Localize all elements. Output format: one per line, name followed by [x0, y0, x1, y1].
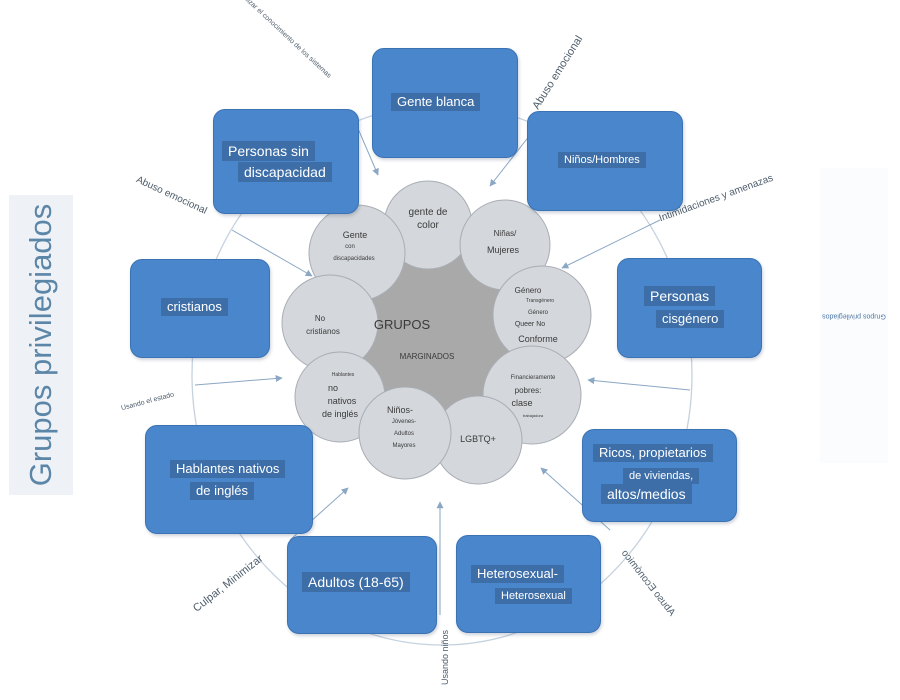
circle-ninos-line4: Mayores: [392, 443, 416, 449]
circle-genero-line5: Conforme: [518, 334, 558, 344]
arrow-right-mid: [587, 377, 691, 391]
box-personas-label-2: discapacidad: [238, 162, 332, 182]
box-hablantes-label-1: Hablantes nativos: [170, 460, 286, 478]
box-hablantes-label-2: de inglés: [190, 482, 255, 500]
mirrored-note-panel: Grupos privilegiados: [820, 168, 888, 463]
box-personas-cisgenero: Personas cisgénero: [617, 258, 762, 358]
side-title-panel: Grupos privilegiados: [9, 195, 73, 495]
circle-ninas-line1: Niñas/: [493, 229, 517, 238]
arrow-abuso-top: [489, 134, 531, 187]
box-ricos-label-2: de viviendas,: [623, 468, 700, 484]
box-ricos: Ricos, propietarios de viviendas, altos/…: [582, 429, 737, 522]
circle-nativos-line2: no: [327, 383, 338, 393]
center-subtitle: MARGINADOS: [399, 352, 455, 361]
circle-nativos-line3: nativos: [327, 396, 357, 406]
box-ricos-label-3: altos/medios: [601, 484, 692, 504]
circle-no-cristianos-line2: cristianos: [306, 327, 340, 336]
box-cristianos-label: cristianos: [161, 298, 228, 316]
mirrored-note: Grupos privilegiados: [822, 312, 886, 319]
circle-genero-line1: Género: [514, 286, 542, 295]
box-cisgenero-label-2: cisgénero: [656, 310, 725, 328]
circle-lgbtq-label: LGBTQ+: [460, 434, 496, 444]
circle-fin-line3: clase: [511, 398, 533, 408]
circle-discap-line1: Gente: [342, 230, 368, 240]
box-gente-blanca: Gente blanca: [372, 48, 518, 158]
box-personas-sin-discapacidad: Personas sin discapacidad: [213, 109, 359, 214]
circle-nativos-line4: de inglés: [321, 409, 359, 419]
box-ricos-label-1: Ricos, propietarios: [593, 444, 713, 462]
box-ninos-hombres: Niños/Hombres: [527, 111, 683, 211]
circle-fin-line2: pobres:: [514, 386, 542, 395]
circle-ninos-line1: Niños-: [386, 405, 413, 415]
arrow-abuso-left: [231, 229, 313, 277]
box-gente-blanca-label: Gente blanca: [391, 93, 481, 111]
box-heterosexual: Heterosexual- Heterosexual: [456, 535, 601, 633]
circle-ninas-line2: Mujeres: [486, 245, 519, 255]
circle-ninos-line2: Jóvenes-: [391, 419, 417, 425]
circle-gente-color-line2: color: [417, 220, 439, 231]
box-hablantes-nativos: Hablantes nativos de inglés: [145, 425, 313, 534]
box-adultos: Adultos (18-65): [287, 536, 437, 634]
circle-discap-line3: discapacidades: [333, 256, 375, 262]
circle-no-cristianos-line1: No: [314, 314, 326, 323]
circle-ninos-line3: Adultos: [393, 431, 414, 437]
arrow-usando-estado: [194, 375, 283, 386]
circle-discap-line2: con: [345, 244, 355, 250]
circle-genero-line4: Queer No: [514, 321, 546, 328]
circle-ninos-jovenes: [358, 386, 452, 480]
circle-nativos-line1: Hablantes: [331, 372, 355, 378]
box-adultos-label: Adultos (18-65): [302, 572, 410, 592]
box-cisgenero-label-1: Personas: [644, 286, 716, 306]
box-heterosexual-label-1: Heterosexual-: [471, 565, 564, 583]
side-title: Grupos privilegiados: [23, 203, 58, 487]
circle-fin-line1: Financieramente: [510, 375, 556, 381]
circle-gente-color-line1: gente de: [408, 207, 448, 218]
box-ninos-hombres-label: Niños/Hombres: [558, 152, 646, 168]
circle-genero-line2: Transgénero: [525, 298, 555, 304]
box-cristianos: cristianos: [130, 259, 270, 358]
arrow-label-usando-ninos: Usando niños: [440, 629, 450, 685]
arrow-intimidaciones: [561, 219, 661, 269]
circle-fin-line4: trabajadora: [522, 413, 544, 418]
box-personas-label-1: Personas sin: [222, 141, 315, 161]
circle-genero-line3: Género: [527, 310, 548, 316]
box-heterosexual-label-2: Heterosexual: [495, 588, 572, 604]
center-title: GRUPOS: [373, 317, 431, 332]
